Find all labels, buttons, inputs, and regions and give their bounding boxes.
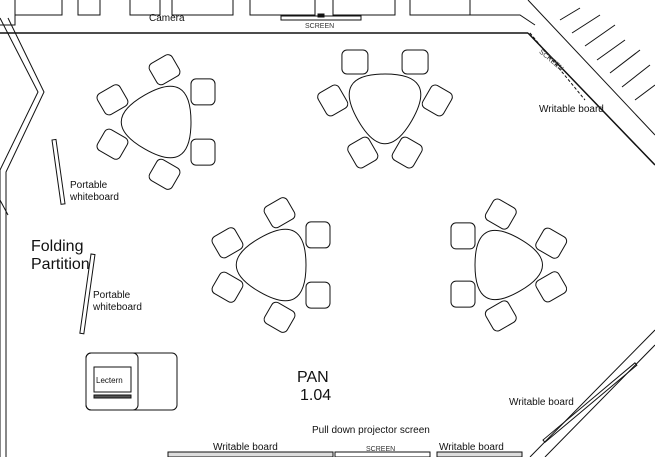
- chair: [347, 136, 379, 169]
- table-1: [96, 54, 216, 190]
- portable-whiteboard-2: [79, 253, 96, 335]
- table-top: [120, 85, 192, 159]
- writable-board-bottom-left-label: Writable board: [213, 442, 278, 453]
- bottom-writable-board-left: [167, 451, 334, 457]
- chair: [211, 271, 244, 303]
- folding-partition: [0, 17, 45, 457]
- top-wall: [0, 0, 536, 26]
- chair: [421, 84, 453, 117]
- chair: [484, 300, 517, 332]
- window-hatching: [559, 7, 655, 101]
- folding-partition-label: Folding Partition: [31, 238, 90, 273]
- portable-whiteboard-2-label: Portable whiteboard: [93, 290, 142, 313]
- camera-mark: [317, 13, 325, 18]
- chair: [317, 84, 349, 117]
- chair: [484, 198, 517, 230]
- projector-label: Pull down projector screen: [312, 425, 430, 436]
- tables: [96, 49, 568, 333]
- writable-board-lower-right-label: Writable board: [509, 397, 574, 408]
- chair: [535, 227, 568, 259]
- table-top: [474, 229, 543, 301]
- table-top: [235, 228, 307, 302]
- chair: [305, 281, 331, 309]
- room-name: PAN: [297, 369, 329, 386]
- writable-board-lower-right: [542, 362, 638, 444]
- chair: [190, 78, 216, 106]
- chair: [341, 49, 369, 75]
- top-screen-label: SCREEN: [305, 23, 335, 30]
- writable-board-bottom-right-label: Writable board: [439, 442, 504, 453]
- table-3: [211, 197, 331, 333]
- chair: [263, 301, 296, 333]
- chair: [305, 221, 331, 249]
- table-2: [317, 49, 453, 169]
- camera-label: Camera: [149, 13, 185, 24]
- room-number: 1.04: [300, 387, 332, 404]
- chair: [263, 197, 296, 229]
- chair: [211, 227, 244, 259]
- bottom-writable-board-right: [436, 451, 523, 457]
- bottom-screen-label: SCREEN: [366, 446, 396, 453]
- bottom-screen: [334, 451, 431, 457]
- portable-whiteboard-1-label: Portable whiteboard: [70, 180, 119, 203]
- chair: [96, 84, 129, 116]
- chair: [148, 158, 181, 190]
- chair: [148, 54, 181, 86]
- writable-board-right-label: Writable board: [539, 104, 604, 115]
- table-top: [348, 73, 422, 145]
- chair: [450, 280, 476, 308]
- chair: [190, 138, 216, 166]
- chair: [96, 128, 129, 160]
- table-4: [450, 198, 568, 332]
- chair: [535, 271, 568, 303]
- chair: [450, 222, 476, 250]
- chair: [401, 49, 429, 75]
- lectern-label: Lectern: [96, 376, 123, 385]
- chair: [391, 136, 423, 169]
- portable-whiteboard-1: [51, 138, 66, 205]
